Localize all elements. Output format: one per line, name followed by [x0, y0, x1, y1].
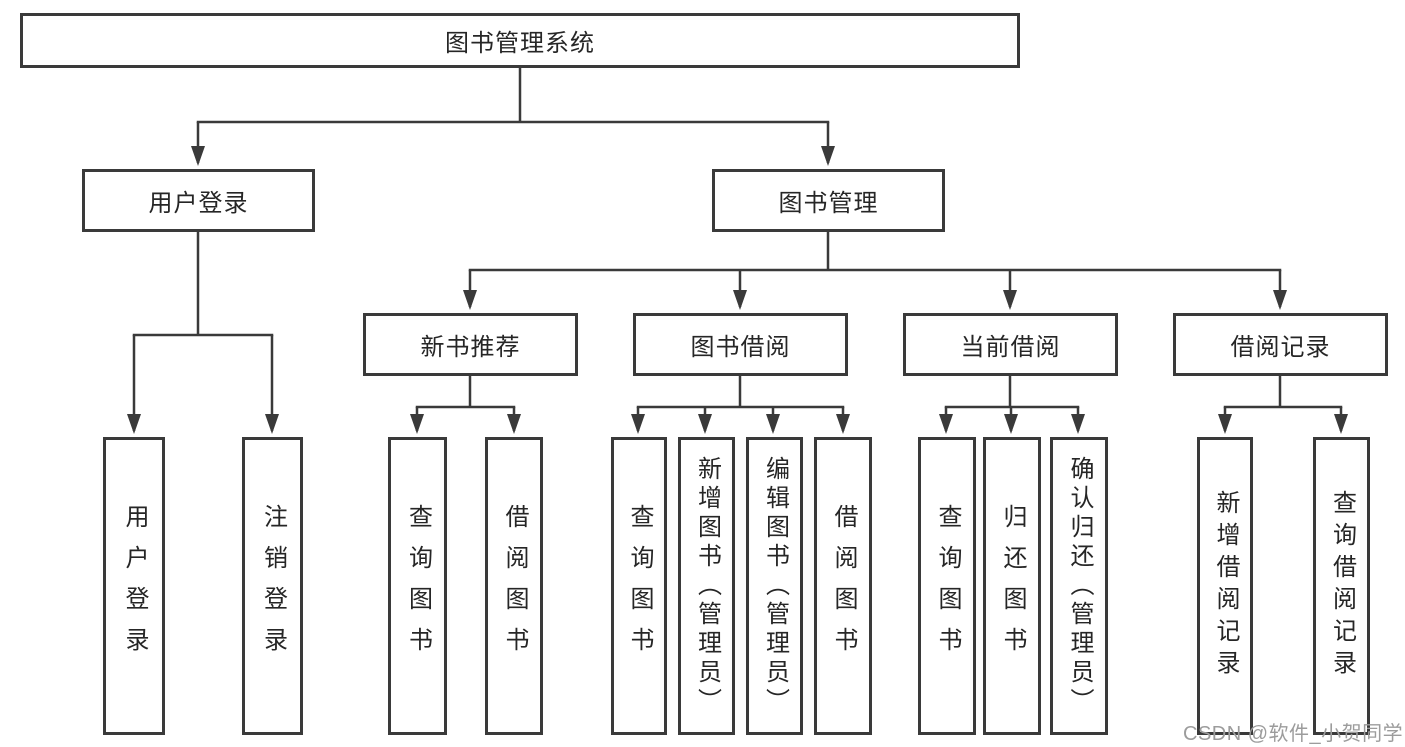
node-new-book-recommendation-label: 新书推荐 [420, 334, 521, 361]
node-current-borrowing: 当前借阅 [903, 313, 1118, 376]
leaf-nbr-borrow-books-label: 借阅图书 [501, 504, 528, 668]
leaf-bb-query-books: 查询图书 [611, 437, 667, 735]
leaf-cb-query-books-label: 查询图书 [934, 504, 961, 668]
csdn-watermark: CSDN @软件_小贺同学 [1183, 723, 1404, 745]
leaf-br-query-record: 查询借阅记录 [1313, 437, 1370, 735]
leaf-br-add-record-label: 新增借阅记录 [1212, 490, 1239, 682]
leaf-nbr-query-books-label: 查询图书 [404, 504, 432, 668]
node-borrowing-records: 借阅记录 [1173, 313, 1388, 376]
node-user-login: 用户登录 [82, 169, 315, 232]
leaf-br-query-record-label: 查询借阅记录 [1328, 490, 1356, 682]
leaf-cb-query-books: 查询图书 [918, 437, 976, 735]
leaf-bb-edit-books-admin-label: 编辑图书（管理员） [761, 455, 789, 717]
node-book-borrowing: 图书借阅 [633, 313, 848, 376]
leaf-user-login: 用户登录 [103, 437, 165, 735]
leaf-bb-borrow-books-label: 借阅图书 [830, 504, 857, 668]
leaf-bb-query-books-label: 查询图书 [626, 504, 653, 668]
leaf-bb-borrow-books: 借阅图书 [814, 437, 872, 735]
node-new-book-recommendation: 新书推荐 [363, 313, 578, 376]
leaf-user-login-label: 用户登录 [121, 504, 148, 668]
leaf-logout: 注销登录 [242, 437, 303, 735]
leaf-cb-confirm-return-admin: 确认归还（管理员） [1050, 437, 1108, 735]
node-book-management: 图书管理 [712, 169, 945, 232]
leaf-cb-return-books-label: 归还图书 [999, 504, 1026, 668]
leaf-br-add-record: 新增借阅记录 [1197, 437, 1253, 735]
leaf-cb-confirm-return-admin-label: 确认归还（管理员） [1066, 455, 1093, 717]
node-user-login-label: 用户登录 [148, 190, 249, 217]
node-root: 图书管理系统 [20, 13, 1020, 68]
leaf-cb-return-books: 归还图书 [983, 437, 1041, 735]
leaf-logout-label: 注销登录 [259, 504, 287, 668]
leaf-nbr-query-books: 查询图书 [388, 437, 447, 735]
leaf-bb-add-books-admin-label: 新增图书（管理员） [693, 455, 721, 717]
node-book-management-label: 图书管理 [778, 190, 879, 217]
node-root-label: 图书管理系统 [445, 30, 595, 57]
node-book-borrowing-label: 图书借阅 [690, 334, 791, 361]
leaf-bb-add-books-admin: 新增图书（管理员） [678, 437, 735, 735]
node-borrowing-records-label: 借阅记录 [1230, 334, 1331, 361]
node-current-borrowing-label: 当前借阅 [960, 334, 1061, 361]
leaf-nbr-borrow-books: 借阅图书 [485, 437, 543, 735]
leaf-bb-edit-books-admin: 编辑图书（管理员） [746, 437, 803, 735]
